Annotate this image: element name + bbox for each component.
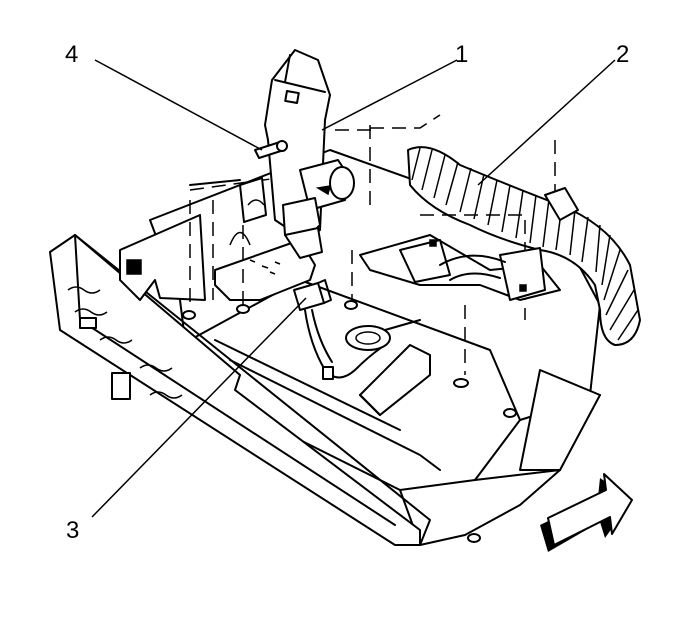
callout-3: 3 — [66, 517, 79, 544]
leader-line-1 — [321, 59, 458, 131]
callout-2: 2 — [616, 41, 629, 68]
leader-line-3 — [91, 297, 307, 518]
connector-pigtail — [293, 279, 421, 380]
callout-4: 4 — [65, 41, 78, 68]
leader-lines — [91, 59, 616, 518]
harness-conduit — [370, 114, 641, 375]
rear-bracket — [119, 174, 353, 310]
column-bracket-assembly — [229, 49, 372, 259]
callout-labels: 1 2 3 4 — [65, 41, 629, 544]
leader-line-2 — [477, 59, 616, 186]
arrow-right-icon — [540, 473, 633, 552]
harness-connectors — [359, 234, 561, 301]
leader-line-4 — [94, 59, 263, 151]
callout-1: 1 — [455, 41, 468, 68]
